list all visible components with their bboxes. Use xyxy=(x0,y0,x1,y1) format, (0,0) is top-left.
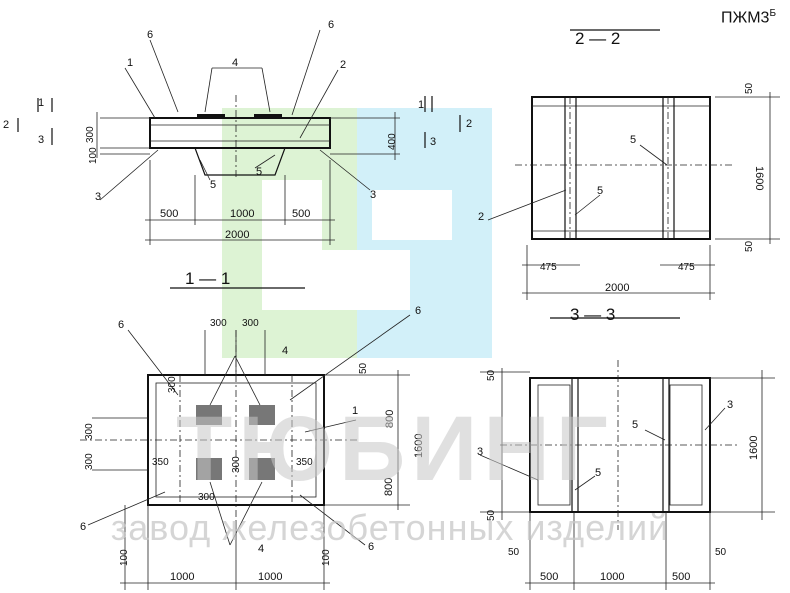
watermark-subtitle: завод железобетонных изделий xyxy=(111,507,669,548)
callout-4-b: 4 xyxy=(282,345,288,357)
callout-5-e: 5 xyxy=(595,467,601,479)
cut-mark-2-left: 2 xyxy=(3,119,9,131)
dim-50-sec33-a: 50 xyxy=(486,369,497,381)
callout-6-a: 6 xyxy=(147,29,153,41)
cut-marks xyxy=(17,96,461,148)
watermark-word: ТЮБИНГ xyxy=(176,398,614,500)
dim-300-plan-c: 300 xyxy=(167,376,178,393)
dim-50-sec33-b: 50 xyxy=(486,509,497,521)
product-code: ПЖМ3Б xyxy=(721,8,776,27)
callout-2-b: 2 xyxy=(478,211,484,223)
dim-300-plan-g: 300 xyxy=(198,492,215,503)
section-2-2-view xyxy=(487,29,780,319)
section-label-2-2: 2 — 2 xyxy=(575,29,620,48)
dim-1000-plan-a: 1000 xyxy=(170,571,194,583)
callout-6-f: 6 xyxy=(368,541,374,553)
dim-300-plan-d: 300 xyxy=(84,423,95,440)
dim-2000-sec22: 2000 xyxy=(605,282,629,294)
callout-3-a: 3 xyxy=(95,191,101,203)
dim-1000-sec11: 1000 xyxy=(230,208,254,220)
dim-50-top-sec22: 50 xyxy=(744,82,755,94)
cut-mark-1-right: 1 xyxy=(418,99,424,111)
dim-100-plan-a: 100 xyxy=(119,549,130,566)
plan-view xyxy=(80,314,411,590)
callout-6-b: 6 xyxy=(328,19,334,31)
dim-50-plan-a: 50 xyxy=(358,362,369,374)
callout-3-b: 3 xyxy=(370,189,376,201)
dim-300-plan-f: 300 xyxy=(231,456,242,473)
callout-4-a: 4 xyxy=(232,57,238,69)
dim-500-left-sec11: 500 xyxy=(160,208,178,220)
dim-300-plan-b: 300 xyxy=(242,318,259,329)
callout-6-c: 6 xyxy=(118,319,124,331)
callout-6-e: 6 xyxy=(80,521,86,533)
cut-mark-2-right: 2 xyxy=(466,118,472,130)
dim-800-plan-a: 800 xyxy=(384,410,396,428)
callout-5-b: 5 xyxy=(256,166,262,178)
callout-3-d: 3 xyxy=(727,399,733,411)
section-label-1-1: 1 — 1 xyxy=(185,269,230,288)
section-1-1-view xyxy=(96,29,400,289)
dim-350-plan-a: 350 xyxy=(152,457,169,468)
section-label-3-3: 3 — 3 xyxy=(570,305,615,324)
dim-300-sec11: 300 xyxy=(85,126,96,143)
callout-5-a: 5 xyxy=(210,179,216,191)
dim-300-plan-a: 300 xyxy=(210,318,227,329)
dim-50-bot-sec22: 50 xyxy=(744,240,755,252)
dim-100-plan-b: 100 xyxy=(321,549,332,566)
product-code-main: ПЖМ3 xyxy=(720,9,770,27)
dim-50-sec33-c: 50 xyxy=(508,547,520,558)
callout-5-d: 5 xyxy=(630,134,636,146)
dim-1000-plan-b: 1000 xyxy=(258,571,282,583)
callout-5-c: 5 xyxy=(597,185,603,197)
dim-800-plan-b: 800 xyxy=(383,478,395,496)
dim-300-plan-e: 300 xyxy=(84,453,95,470)
logo-watermark xyxy=(222,108,492,358)
cut-mark-3-left: 3 xyxy=(38,134,44,146)
dim-350-plan-b: 350 xyxy=(296,457,313,468)
callout-1-b: 1 xyxy=(352,405,358,417)
callout-1-a: 1 xyxy=(127,57,133,69)
dim-100-sec11: 100 xyxy=(88,147,99,164)
dim-1600-sec22: 1600 xyxy=(753,166,765,190)
dim-400-sec11: 400 xyxy=(387,133,398,150)
dim-1600-plan: 1600 xyxy=(413,434,425,458)
cut-mark-1-left: 1 xyxy=(38,97,44,109)
callout-4-c: 4 xyxy=(258,543,264,555)
dim-500-right-sec11: 500 xyxy=(292,208,310,220)
callout-3-c: 3 xyxy=(477,446,483,458)
cut-mark-3-right: 3 xyxy=(430,136,436,148)
dim-1000-sec33: 1000 xyxy=(600,571,624,583)
dim-50-sec33-d: 50 xyxy=(715,547,727,558)
dim-1600-sec33: 1600 xyxy=(748,436,760,460)
section-3-3-view xyxy=(479,360,775,590)
dim-500-sec33-a: 500 xyxy=(540,571,558,583)
product-code-sup: Б xyxy=(769,8,776,19)
dim-500-sec33-b: 500 xyxy=(672,571,690,583)
callout-2-a: 2 xyxy=(340,59,346,71)
callout-5-f: 5 xyxy=(632,419,638,431)
dim-2000-sec11: 2000 xyxy=(225,229,249,241)
dim-475-right: 475 xyxy=(678,262,695,273)
dim-475-left: 475 xyxy=(540,262,557,273)
callout-6-d: 6 xyxy=(415,305,421,317)
